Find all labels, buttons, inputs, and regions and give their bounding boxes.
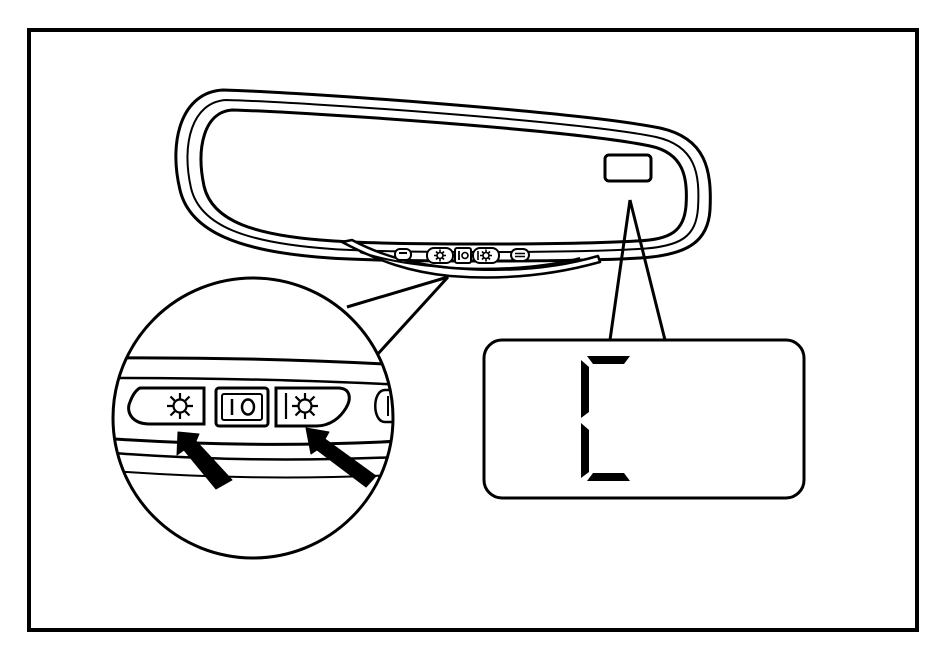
mirror-left-function-button[interactable] [394, 248, 412, 261]
display-segment-bottom [587, 473, 630, 481]
mirror [174, 88, 712, 279]
mirror-frame-middle [186, 99, 700, 253]
mirror-frame-outer [174, 88, 712, 263]
sun-icon [477, 249, 492, 262]
arrow-to-bright-button [305, 427, 377, 488]
sun-icon [292, 393, 318, 419]
display-segment-top [587, 356, 630, 364]
display-callout-pointer [608, 199, 667, 341]
mirror-buttons [394, 247, 530, 264]
mirror-dim-button[interactable] [426, 247, 454, 264]
mirror-button-bar [340, 238, 602, 279]
equals-icon [515, 252, 525, 258]
display-segment-lower-left [581, 423, 589, 478]
mirror-bright-button[interactable] [472, 247, 500, 264]
display-segment-upper-left [581, 360, 589, 418]
mirror-right-function-button[interactable] [510, 248, 530, 262]
sun-icon [434, 249, 446, 262]
mirror-display-window [603, 153, 653, 183]
inset-dim-button[interactable] [127, 386, 206, 426]
inset-circle-outline [111, 276, 395, 560]
magnified-display: C [482, 338, 806, 500]
sun-icon [167, 393, 193, 419]
arrow-to-dim-button [176, 431, 233, 490]
magnified-button-inset: I O [111, 276, 395, 560]
display-character [581, 356, 630, 481]
mirror-glass [199, 108, 688, 246]
inset-callout-pointer [346, 275, 450, 358]
